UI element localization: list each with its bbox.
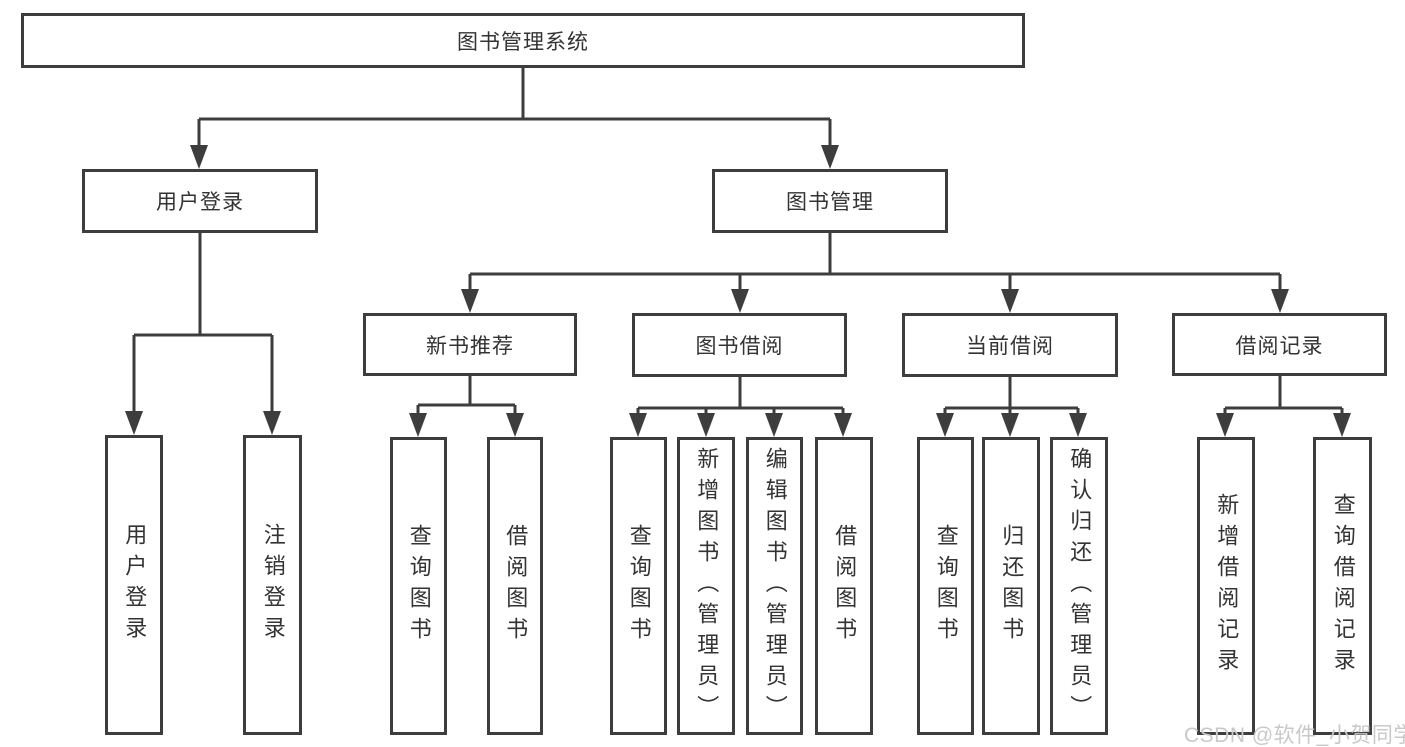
node-root: 图书管理系统 — [21, 13, 1025, 68]
node-book-management: 图书管理 — [712, 169, 948, 233]
csdn-watermark: CSDN @软件_小贺同学 — [1184, 724, 1405, 747]
leaf-current-query-book-label: 查询图书 — [933, 524, 959, 648]
leaf-current-query-book: 查询图书 — [917, 437, 974, 735]
leaf-add-borrow-record-label: 新增借阅记录 — [1214, 493, 1240, 679]
leaf-add-book-admin: 新增图书（管理员） — [677, 437, 735, 735]
leaf-borrowing-borrow-book-label: 借阅图书 — [832, 524, 858, 648]
leaf-add-book-admin-label: 新增图书（管理员） — [694, 446, 720, 726]
leaf-recommend-query-book: 查询图书 — [390, 437, 447, 735]
leaf-confirm-return-admin-label: 确认归还（管理员） — [1067, 446, 1093, 726]
leaf-borrowing-query-book: 查询图书 — [610, 437, 667, 735]
node-root-label: 图书管理系统 — [457, 30, 589, 54]
arrowheads — [125, 145, 1351, 437]
leaf-edit-book-admin: 编辑图书（管理员） — [746, 437, 803, 735]
node-new-book-recommend: 新书推荐 — [363, 313, 577, 376]
node-user-login-label: 用户登录 — [156, 191, 244, 214]
node-current-borrowing-label: 当前借阅 — [966, 335, 1054, 358]
node-book-borrowing-label: 图书借阅 — [695, 335, 784, 358]
node-book-management-label: 图书管理 — [786, 191, 874, 214]
leaf-recommend-borrow-book-label: 借阅图书 — [503, 524, 529, 648]
leaf-edit-book-admin-label: 编辑图书（管理员） — [762, 446, 788, 726]
node-borrow-records: 借阅记录 — [1172, 313, 1387, 376]
leaf-return-book: 归还图书 — [982, 437, 1040, 735]
leaf-query-borrow-record: 查询借阅记录 — [1313, 437, 1372, 735]
node-book-borrowing: 图书借阅 — [632, 313, 847, 377]
leaf-user-login: 用户登录 — [105, 435, 163, 735]
node-user-login: 用户登录 — [82, 169, 318, 233]
leaf-logout-label: 注销登录 — [260, 523, 286, 647]
leaf-add-borrow-record: 新增借阅记录 — [1197, 437, 1255, 735]
leaf-return-book-label: 归还图书 — [999, 524, 1025, 648]
node-new-book-recommend-label: 新书推荐 — [426, 334, 514, 358]
leaf-borrowing-query-book-label: 查询图书 — [626, 524, 652, 648]
node-borrow-records-label: 借阅记录 — [1235, 334, 1324, 358]
leaf-confirm-return-admin: 确认归还（管理员） — [1050, 437, 1108, 735]
leaf-user-login-label: 用户登录 — [122, 523, 148, 647]
node-current-borrowing: 当前借阅 — [902, 313, 1118, 377]
leaf-borrowing-borrow-book: 借阅图书 — [815, 437, 873, 735]
leaf-recommend-query-book-label: 查询图书 — [406, 524, 432, 648]
leaf-query-borrow-record-label: 查询借阅记录 — [1330, 493, 1356, 679]
leaf-logout: 注销登录 — [243, 435, 302, 735]
leaf-recommend-borrow-book: 借阅图书 — [487, 437, 543, 735]
